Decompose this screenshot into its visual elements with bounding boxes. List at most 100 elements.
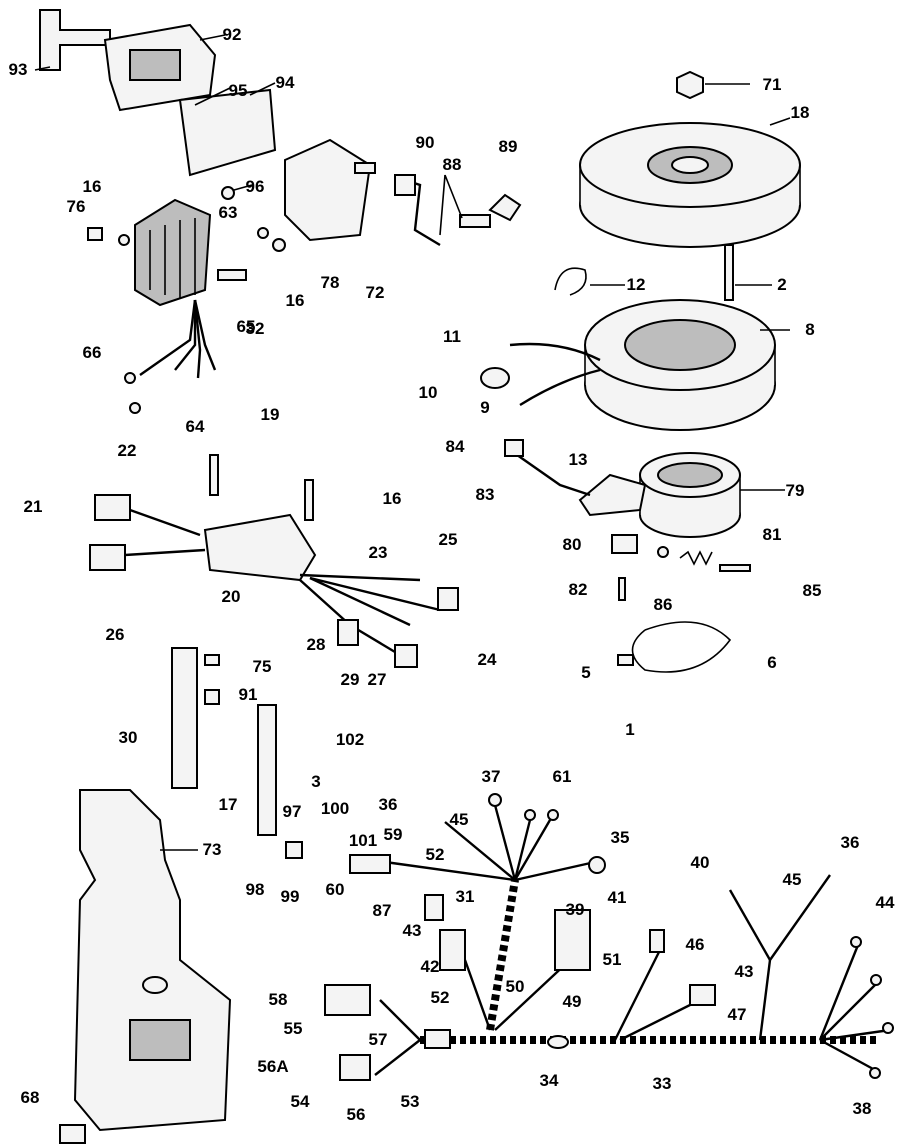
part-label-86: 86: [654, 595, 673, 614]
part-label-78: 78: [321, 273, 340, 292]
part-label-30: 30: [119, 728, 138, 747]
part-label-5: 5: [581, 663, 590, 682]
part-label-3: 3: [311, 772, 320, 791]
part-label-94: 94: [276, 73, 295, 92]
part-label-63: 63: [219, 203, 238, 222]
part-label-16: 16: [286, 291, 305, 310]
throttle-cam-parts: [611, 534, 751, 673]
part-label-16: 16: [83, 177, 102, 196]
part-label-91: 91: [239, 685, 258, 704]
part-label-45: 45: [450, 810, 469, 829]
part-label-100: 100: [321, 799, 349, 818]
part-label-35: 35: [611, 828, 630, 847]
ignition-coil: [217, 138, 376, 281]
part-label-92: 92: [223, 25, 242, 44]
part-label-54: 54: [291, 1092, 310, 1111]
part-label-19: 19: [261, 405, 280, 424]
mounting-bracket: [34, 9, 277, 200]
part-label-75: 75: [253, 657, 272, 676]
part-label-88: 88: [443, 155, 462, 174]
part-label-81: 81: [763, 525, 782, 544]
part-label-99: 99: [281, 887, 300, 906]
part-label-38: 38: [853, 1099, 872, 1118]
part-label-36: 36: [841, 833, 860, 852]
part-label-80: 80: [563, 535, 582, 554]
part-label-72: 72: [366, 283, 385, 302]
part-label-59: 59: [384, 825, 403, 844]
part-label-28: 28: [307, 635, 326, 654]
part-label-45: 45: [783, 870, 802, 889]
part-label-68: 68: [21, 1088, 40, 1107]
part-label-51: 51: [603, 950, 622, 969]
spark-plug-leads: [394, 174, 522, 247]
part-label-64: 64: [186, 417, 205, 436]
part-label-87: 87: [373, 901, 392, 920]
part-label-41: 41: [608, 888, 627, 907]
part-label-85: 85: [803, 581, 822, 600]
part-label-56A: 56A: [257, 1057, 288, 1076]
part-label-79: 79: [786, 481, 805, 500]
part-label-29: 29: [341, 670, 360, 689]
part-label-60: 60: [326, 880, 345, 899]
part-label-32: 32: [246, 319, 265, 338]
part-label-65: 65: [237, 317, 256, 336]
part-label-97: 97: [283, 802, 302, 821]
part-label-76: 76: [67, 197, 86, 216]
part-label-89: 89: [499, 137, 518, 156]
part-label-93: 93: [9, 60, 28, 79]
part-label-42: 42: [421, 957, 440, 976]
flywheel: [579, 70, 801, 248]
part-label-21: 21: [24, 497, 43, 516]
terminal-strip: [171, 647, 277, 836]
part-label-73: 73: [203, 840, 222, 859]
part-label-24: 24: [478, 650, 497, 669]
part-label-18: 18: [791, 103, 810, 122]
part-label-36: 36: [379, 795, 398, 814]
part-label-17: 17: [219, 795, 238, 814]
part-label-57: 57: [369, 1030, 388, 1049]
part-label-33: 33: [653, 1074, 672, 1093]
part-label-23: 23: [369, 543, 388, 562]
part-label-9: 9: [480, 398, 489, 417]
stator: [480, 299, 790, 431]
part-label-31: 31: [456, 887, 475, 906]
power-pack: [89, 454, 459, 668]
part-label-96: 96: [246, 177, 265, 196]
mounting-plate: [59, 789, 232, 1144]
timer-base: [504, 439, 785, 538]
part-label-2: 2: [777, 275, 786, 294]
part-label-16: 16: [383, 489, 402, 508]
part-label-49: 49: [563, 992, 582, 1011]
part-label-101: 101: [349, 831, 377, 850]
part-label-13: 13: [569, 450, 588, 469]
part-label-25: 25: [439, 530, 458, 549]
wiring-harness: [285, 793, 894, 1081]
part-label-37: 37: [482, 767, 501, 786]
part-label-61: 61: [553, 767, 572, 786]
part-label-95: 95: [229, 81, 248, 100]
part-label-44: 44: [876, 893, 895, 912]
part-label-71: 71: [763, 75, 782, 94]
part-label-53: 53: [401, 1092, 420, 1111]
part-label-56: 56: [347, 1105, 366, 1124]
part-label-10: 10: [419, 383, 438, 402]
wire-clamp: [554, 244, 772, 301]
part-label-43: 43: [403, 921, 422, 940]
part-label-52: 52: [431, 988, 450, 1007]
part-label-66: 66: [83, 343, 102, 362]
rectifier-leads: [124, 299, 217, 414]
part-label-8: 8: [805, 320, 814, 339]
part-label-40: 40: [691, 853, 710, 872]
part-label-50: 50: [506, 977, 525, 996]
part-label-55: 55: [284, 1019, 303, 1038]
rectifier: [87, 198, 212, 307]
part-label-58: 58: [269, 990, 288, 1009]
part-label-83: 83: [476, 485, 495, 504]
part-label-98: 98: [246, 880, 265, 899]
part-label-12: 12: [627, 275, 646, 294]
part-label-1: 1: [625, 720, 634, 739]
part-label-52: 52: [426, 845, 445, 864]
part-label-84: 84: [446, 437, 465, 456]
